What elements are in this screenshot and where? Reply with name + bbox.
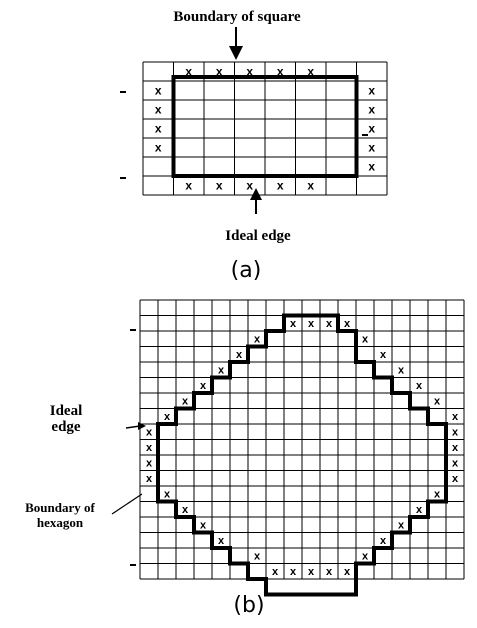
hexagon-boundary [156, 313, 448, 597]
panel-b-cell-mark: x [146, 473, 153, 485]
panel-b-cell-mark: x [308, 318, 315, 330]
square-boundary [171, 75, 359, 178]
panel-b-cell-mark: x [200, 380, 207, 392]
panel-b-cell-mark: x [362, 551, 369, 563]
panel-b-cell-mark: x [434, 489, 441, 501]
panel-a-cell-mark: x [368, 84, 375, 98]
ideal-edge-pointer [125, 422, 146, 430]
panel-a-cell-mark: x [368, 103, 375, 117]
panel-b-cell-mark: x [254, 334, 261, 346]
boundary-hexagon-label-line2: hexagon [37, 515, 84, 530]
panel-b-cell-mark: x [290, 318, 297, 330]
panel-b-cell-mark: x [344, 318, 351, 330]
panel-a-cell-mark: x [368, 160, 375, 174]
panel-b-cell-mark: x [146, 458, 153, 470]
panel-a-cell-mark: x [216, 179, 223, 193]
panel-b-cell-mark: x [344, 566, 351, 578]
panel-a-cell-mark: x [216, 65, 223, 79]
panel-b-cell-mark: x [362, 334, 369, 346]
panel-a-cell-mark: x [277, 65, 284, 79]
ideal-edge-label-line1: Ideal [50, 403, 83, 419]
panel-b-cell-mark: x [380, 535, 387, 547]
edge-arrow [250, 188, 262, 214]
panel-a-cell-mark: x [307, 65, 314, 79]
title-arrow [229, 27, 243, 60]
panel-b-cell-mark: x [416, 504, 423, 516]
panel-b-cell-mark: x [452, 411, 459, 423]
panel-b-caption: (b) [233, 593, 264, 618]
panel-a-cell-mark: x [155, 122, 162, 136]
panel-a-cell-mark: x [155, 103, 162, 117]
panel-a-cell-mark: x [277, 179, 284, 193]
boundary-hexagon-pointer [111, 493, 143, 515]
panel-b-cell-mark: x [146, 427, 153, 439]
panel-a-cell-mark: x [185, 179, 192, 193]
panel-b-cell-mark: x [272, 566, 279, 578]
panel-b-cell-mark: x [326, 318, 333, 330]
panel-b-cell-mark: x [452, 427, 459, 439]
panel-b-cell-mark: x [290, 566, 297, 578]
ideal-edge-label-line2: edge [51, 419, 81, 435]
panel-a-cell-mark: x [246, 179, 253, 193]
panel-b-cell-mark: x [452, 458, 459, 470]
panel-b-cell-mark: x [164, 411, 171, 423]
panel-a-title: Boundary of square [173, 9, 301, 25]
panel-b-cell-mark: x [254, 551, 261, 563]
panel-a-edge-label: Ideal edge [225, 228, 291, 244]
panel-a-cell-mark: x [155, 84, 162, 98]
panel-b-cell-mark: x [398, 520, 405, 532]
panel-b-cell-mark: x [218, 365, 225, 377]
panel-b-cell-mark: x [452, 473, 459, 485]
panel-b-cell-mark: x [398, 365, 405, 377]
panel-b-cell-mark: x [164, 489, 171, 501]
panel-b-cell-mark: x [146, 442, 153, 454]
panel-a-cell-mark: x [368, 122, 375, 136]
boundary-hexagon-label-line1: Boundary of [25, 500, 95, 515]
panel-b-cell-mark: x [380, 349, 387, 361]
panel-b-cell-mark: x [218, 535, 225, 547]
panel-b-cell-mark: x [182, 396, 189, 408]
panel-a-cell-mark: x [307, 179, 314, 193]
panel-b-cell-mark: x [326, 566, 333, 578]
panel-a-grid [142, 61, 388, 196]
panel-b-cell-mark: x [236, 349, 243, 361]
panel-b-cell-mark: x [308, 566, 315, 578]
panel-a-cell-mark: x [155, 141, 162, 155]
panel-b-cell-mark: x [416, 380, 423, 392]
panel-b-cell-mark: x [434, 396, 441, 408]
panel-a-ticks [120, 91, 368, 179]
panel-b-cell-mark: x [452, 442, 459, 454]
panel-a-cell-mark: x [368, 141, 375, 155]
panel-a-cell-mark: x [246, 65, 253, 79]
panel-a-cell-mark: x [185, 65, 192, 79]
panel-b-cell-mark: x [182, 504, 189, 516]
panel-a-caption: (a) [231, 258, 262, 283]
panel-b-grid [139, 299, 465, 580]
panel-b-cell-mark: x [200, 520, 207, 532]
panel-b-ticks [130, 329, 136, 566]
